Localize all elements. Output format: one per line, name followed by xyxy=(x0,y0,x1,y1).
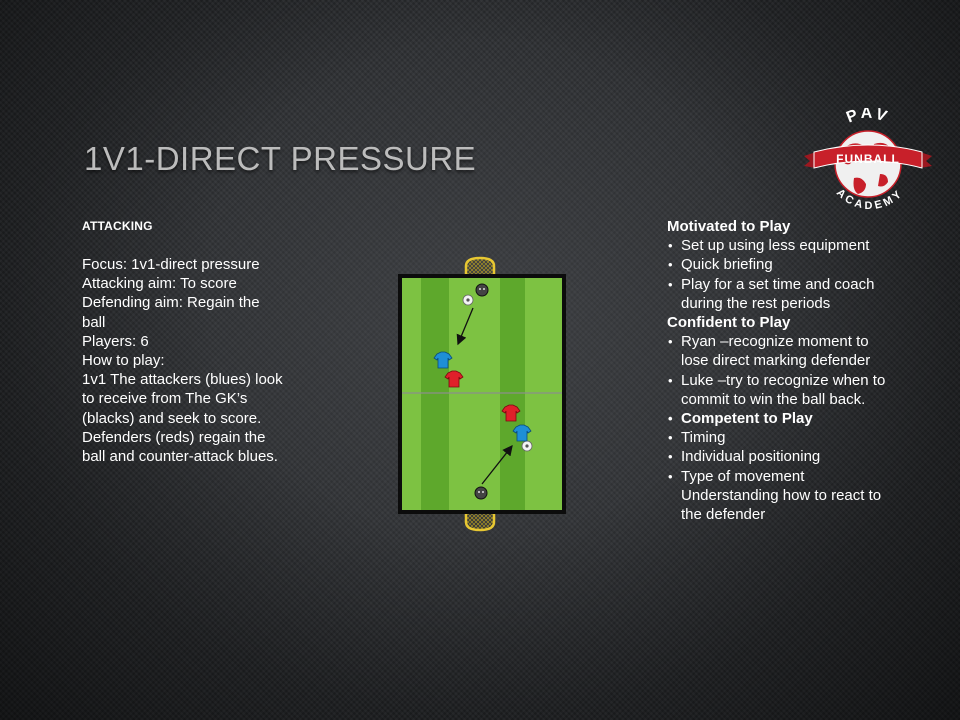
goalkeeper-top xyxy=(475,283,489,297)
list-item: Individual positioning xyxy=(667,447,887,466)
logo-banner-text: FUNBALL xyxy=(836,152,900,166)
logo-top-text: PAV xyxy=(844,108,889,126)
list-item: Set up using less equipment xyxy=(667,236,887,255)
defender-top xyxy=(444,370,464,388)
how-to-play-label: How to play: xyxy=(82,352,165,370)
list-item: Play for a set time and coach during the… xyxy=(667,275,887,313)
attacker-top xyxy=(433,351,453,369)
pitch-surface xyxy=(402,278,562,510)
slide-title: 1V1-DIRECT PRESSURE xyxy=(84,140,477,177)
pass-arrow-top xyxy=(456,307,474,346)
attacker-bottom xyxy=(512,424,532,442)
pav-funball-academy-logo: FUNBALL PAV ACADEMY xyxy=(804,108,932,212)
list-item: Luke –try to recognize when to commit to… xyxy=(667,371,887,409)
confident-heading: Confident to Play xyxy=(667,314,791,332)
goalkeeper-bottom xyxy=(474,486,488,500)
list-item: Ryan –recognize moment to lose direct ma… xyxy=(667,332,887,370)
ball-bottom xyxy=(521,440,533,452)
focus-line: Focus: 1v1-direct pressure xyxy=(82,256,260,273)
defender-bottom xyxy=(501,404,521,422)
list-item: Type of movement Understanding how to re… xyxy=(667,467,887,525)
how-to-play-description: 1v1 The attackers (blues) look to receiv… xyxy=(82,371,283,466)
confident-list: Ryan –recognize moment to lose direct ma… xyxy=(667,332,887,409)
top-goal xyxy=(464,256,496,280)
list-item: Quick briefing xyxy=(667,255,887,274)
attacking-aim-line: Attacking aim: To score xyxy=(82,275,237,293)
ball-top xyxy=(462,294,474,306)
pass-arrow-bottom xyxy=(481,444,513,485)
pitch-diagram xyxy=(398,256,566,532)
competent-list: Competent to Play Timing Individual posi… xyxy=(667,409,887,524)
motivated-list: Set up using less equipment Quick briefi… xyxy=(667,236,887,313)
competent-heading-item: Competent to Play xyxy=(667,409,887,428)
players-line: Players: 6 xyxy=(82,332,149,350)
svg-text:PAV: PAV xyxy=(844,108,892,126)
list-item: Timing xyxy=(667,428,887,447)
attacking-column: ATTACKING Focus: 1v1-direct pressure Att… xyxy=(82,219,287,466)
bottom-goal xyxy=(464,508,496,532)
motivated-heading: Motivated to Play xyxy=(667,218,791,235)
section-heading: ATTACKING xyxy=(82,219,153,233)
coaching-points-column: Motivated to Play Set up using less equi… xyxy=(667,217,887,524)
defending-aim-line: Defending aim: Regain the ball xyxy=(82,294,260,331)
